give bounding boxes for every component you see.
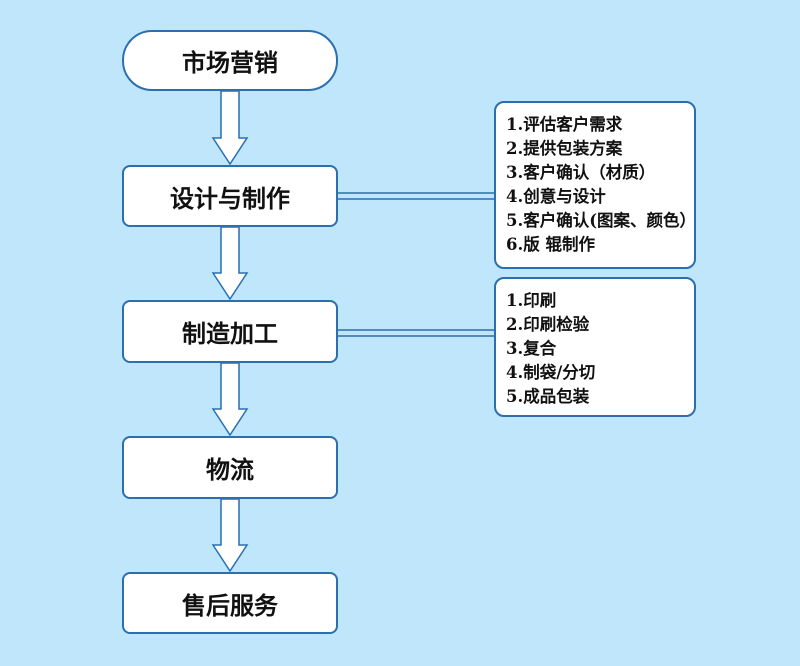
step-design-production-label: 设计与制作: [170, 183, 290, 213]
step-marketing-label: 市场营销: [182, 48, 278, 77]
step-after-sales: 售后服务: [122, 572, 338, 634]
arrow-manufacturing-to-logistics: [211, 362, 249, 437]
manufacturing-note-item: 3.复合: [506, 339, 557, 358]
step-manufacturing: 制造加工: [122, 300, 338, 363]
manufacturing-note-item: 4.制袋/分切: [506, 363, 596, 382]
connector-manufacturing-note: [338, 329, 494, 337]
step-marketing: 市场营销: [122, 30, 338, 91]
step-after-sales-label: 售后服务: [182, 590, 278, 620]
step-logistics: 物流: [122, 436, 338, 499]
design-note-item: 6.版 辊制作: [506, 235, 595, 254]
design-details-note: 1.评估客户需求 2.提供包装方案 3.客户确认（材质） 4.创意与设计 5.客…: [494, 101, 696, 269]
step-design-production: 设计与制作: [122, 165, 338, 227]
manufacturing-note-item: 5.成品包装: [506, 387, 590, 406]
manufacturing-details-note: 1.印刷 2.印刷检验 3.复合 4.制袋/分切 5.成品包装: [494, 277, 696, 417]
design-note-item: 1.评估客户需求: [506, 115, 623, 134]
design-note-item: 2.提供包装方案: [506, 139, 623, 158]
step-manufacturing-label: 制造加工: [182, 319, 278, 348]
arrow-marketing-to-design: [211, 90, 249, 166]
design-note-item: 5.客户确认(图案、颜色）: [506, 211, 696, 230]
design-note-item: 3.客户确认（材质）: [506, 163, 656, 182]
connector-design-note: [338, 192, 494, 200]
arrow-logistics-to-aftersales: [211, 498, 249, 573]
arrow-design-to-manufacturing: [211, 226, 249, 301]
manufacturing-note-item: 1.印刷: [506, 291, 557, 310]
manufacturing-note-item: 2.印刷检验: [506, 315, 590, 334]
step-logistics-label: 物流: [206, 455, 254, 484]
design-note-item: 4.创意与设计: [506, 187, 606, 206]
